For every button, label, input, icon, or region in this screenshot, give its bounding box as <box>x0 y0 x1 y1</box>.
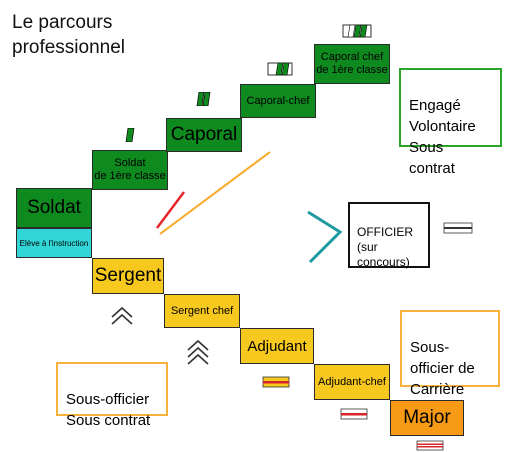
officer-stripe-icon <box>443 222 473 234</box>
officier-label: OFFICIER (sur concours) <box>357 225 413 269</box>
rank-sergent-label: Sergent <box>94 265 162 286</box>
rank-sergent: Sergent <box>92 258 164 294</box>
officier-box: OFFICIER (sur concours) <box>348 202 430 269</box>
engage-volontaire-box: Engagé Volontaire Sous contrat <box>399 68 502 177</box>
rank-caporal-chef-label: Caporal-chef <box>246 94 310 107</box>
rank-caporal: Caporal <box>166 118 242 152</box>
sous-officier-contrat-label: Sous-officier Sous contrat <box>66 391 151 429</box>
chevron-insignia-1-icon <box>125 128 135 142</box>
rank-major: Major <box>390 400 464 436</box>
page-title: Le parcours professionnel <box>12 12 126 58</box>
rank-major-label: Major <box>403 407 451 428</box>
officier-arrow <box>307 210 343 264</box>
double-chevron-icon <box>111 306 133 325</box>
rank-eleve-label: Elève à l'instruction <box>19 238 89 248</box>
sous-officier-carriere-label: Sous- officier de Carrière <box>410 339 475 398</box>
rank-sergent-chef: Sergent chef <box>164 294 240 328</box>
rank-adjudant-chef: Adjudant-chef <box>314 364 390 400</box>
sous-officier-carriere-box: Sous- officier de Carrière <box>400 310 500 398</box>
adjudant-stripe-icon <box>262 376 290 388</box>
chevron-insignia-3-icon <box>267 62 293 76</box>
adjudant-chef-stripe-icon <box>340 408 368 420</box>
rank-soldat-1ere-classe-label: Soldat de 1ère classe <box>94 157 166 182</box>
engage-volontaire-label: Engagé Volontaire Sous contrat <box>409 97 476 177</box>
rank-caporal-chef: Caporal-chef <box>240 84 316 118</box>
rank-caporal-chef-1ere-classe: Caporal chef de 1ère classe <box>314 44 390 84</box>
rank-sergent-chef-label: Sergent chef <box>170 304 234 317</box>
sous-officier-contrat-box: Sous-officier Sous contrat <box>56 362 168 429</box>
rank-adjudant-label: Adjudant <box>247 337 307 355</box>
major-stripe-icon <box>416 440 444 451</box>
red-arrow <box>156 191 185 229</box>
rank-caporal-label: Caporal <box>170 124 238 145</box>
rank-caporal-chef-1ere-classe-label: Caporal chef de 1ère classe <box>316 51 388 76</box>
rank-soldat: Soldat <box>16 188 92 228</box>
triple-chevron-icon <box>187 339 209 365</box>
chevron-insignia-2-icon <box>196 92 211 106</box>
orange-arrow <box>159 151 271 235</box>
rank-adjudant: Adjudant <box>240 328 314 364</box>
rank-soldat-1ere-classe: Soldat de 1ère classe <box>92 150 168 190</box>
rank-eleve: Elève à l'instruction <box>16 228 92 258</box>
chevron-insignia-4-icon <box>342 24 372 38</box>
rank-adjudant-chef-label: Adjudant-chef <box>318 375 386 388</box>
rank-soldat-label: Soldat <box>27 197 81 218</box>
